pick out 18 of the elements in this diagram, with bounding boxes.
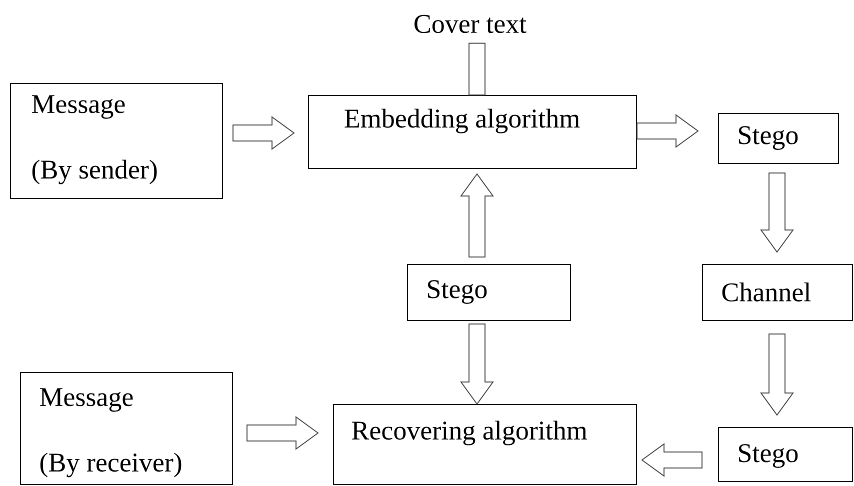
process-box: Channel: [702, 264, 853, 321]
block-arrow: [760, 333, 794, 416]
process-box: Stego: [718, 113, 839, 164]
text-label: Cover text: [414, 14, 526, 34]
block-arrow: [246, 416, 319, 450]
process-box: Recovering algorithm: [333, 404, 637, 485]
process-box: Message (By sender): [10, 83, 223, 199]
connector-bar: [468, 42, 486, 96]
block-arrow: [641, 443, 702, 477]
process-box: Stego: [718, 426, 853, 482]
block-arrow: [460, 173, 494, 258]
process-box: Embedding algorithm: [308, 94, 637, 169]
process-box: Stego: [407, 264, 571, 321]
process-box: Message (By receiver): [20, 372, 233, 485]
block-arrow: [460, 323, 494, 405]
block-arrow: [760, 172, 794, 253]
block-arrow: [232, 116, 295, 150]
block-arrow: [636, 114, 699, 148]
